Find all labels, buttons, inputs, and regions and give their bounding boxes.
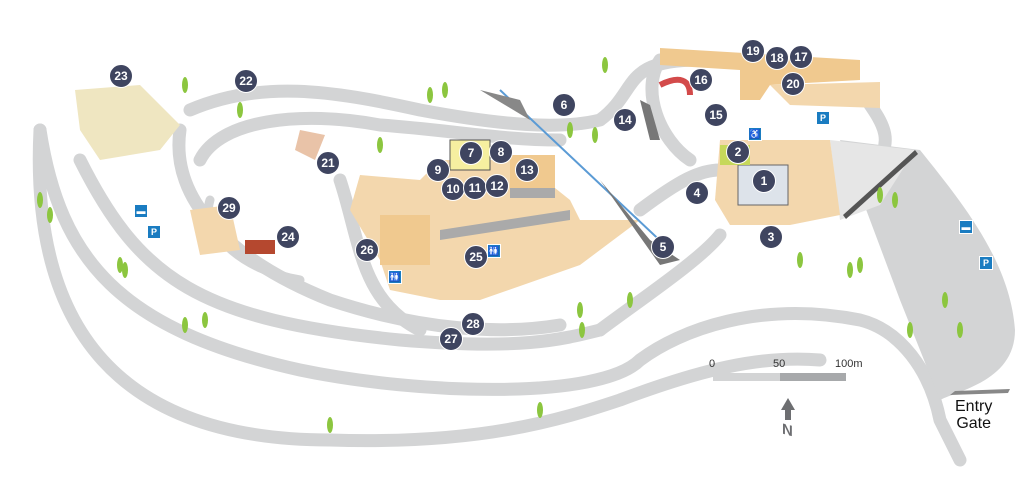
water-line (480, 89, 918, 265)
map-marker-2[interactable]: 2 (726, 140, 750, 164)
tree-icon (579, 322, 585, 338)
map-marker-20[interactable]: 20 (781, 72, 805, 96)
tree-icon (602, 57, 608, 73)
tree-icon (957, 322, 963, 338)
tree-icon (567, 122, 573, 138)
tree-icon (377, 137, 383, 153)
map-marker-22[interactable]: 22 (234, 69, 258, 93)
entry-gate-line2: Gate (956, 415, 992, 432)
tree-icon (577, 302, 583, 318)
tree-icon (182, 317, 188, 333)
scale-label-100: 100m (835, 358, 863, 370)
map-marker-11[interactable]: 11 (463, 176, 487, 200)
tree-icon (627, 292, 633, 308)
tree-icon (202, 312, 208, 328)
tree-icon (47, 207, 53, 223)
tree-icon (857, 257, 863, 273)
restroom-icon: ♿ (748, 127, 762, 141)
map-marker-15[interactable]: 15 (704, 103, 728, 127)
map-marker-16[interactable]: 16 (689, 68, 713, 92)
restroom-icon: 🚻 (487, 244, 501, 258)
north-arrow-icon (781, 398, 795, 420)
map-marker-10[interactable]: 10 (441, 177, 465, 201)
map-marker-26[interactable]: 26 (355, 238, 379, 262)
tree-icon (182, 77, 188, 93)
tree-icon (327, 417, 333, 433)
scale-label-50: 50 (773, 358, 786, 370)
entry-gate-line1: Entry (955, 398, 993, 415)
map-marker-17[interactable]: 17 (789, 45, 813, 69)
tree-icon (942, 292, 948, 308)
map-marker-28[interactable]: 28 (461, 312, 485, 336)
map-marker-1[interactable]: 1 (752, 169, 776, 193)
map-marker-6[interactable]: 6 (552, 93, 576, 117)
map-marker-3[interactable]: 3 (759, 225, 783, 249)
map-marker-14[interactable]: 14 (613, 108, 637, 132)
map-marker-4[interactable]: 4 (685, 181, 709, 205)
map-marker-24[interactable]: 24 (276, 225, 300, 249)
entry-gate-label: Entry Gate (955, 398, 992, 432)
north-label: N (782, 420, 793, 441)
tree-icon (797, 252, 803, 268)
tree-icon (892, 192, 898, 208)
scale-bar (713, 373, 846, 381)
map-marker-5[interactable]: 5 (651, 235, 675, 259)
restroom-icon: 🚻 (388, 270, 402, 284)
tree-icon (37, 192, 43, 208)
tree-icon (122, 262, 128, 278)
tree-icon (592, 127, 598, 143)
tree-icon (877, 187, 883, 203)
map-marker-29[interactable]: 29 (217, 196, 241, 220)
map-marker-18[interactable]: 18 (765, 46, 789, 70)
parking-icon: P (147, 225, 161, 239)
map-marker-7[interactable]: 7 (459, 141, 483, 165)
tree-icon (847, 262, 853, 278)
map-marker-27[interactable]: 27 (439, 327, 463, 351)
map-marker-13[interactable]: 13 (515, 158, 539, 182)
map-marker-23[interactable]: 23 (109, 64, 133, 88)
bus-icon: ▬ (134, 204, 148, 218)
map-marker-21[interactable]: 21 (316, 151, 340, 175)
map-marker-8[interactable]: 8 (489, 140, 513, 164)
tree-icon (237, 102, 243, 118)
bus-icon: ▬ (959, 220, 973, 234)
trees (37, 57, 963, 433)
parking-icon: P (816, 111, 830, 125)
map-marker-19[interactable]: 19 (741, 39, 765, 63)
entry-gate-icon (950, 389, 1010, 395)
map-marker-12[interactable]: 12 (485, 174, 509, 198)
scale-label-0: 0 (709, 358, 716, 370)
parking-icon: P (979, 256, 993, 270)
tree-icon (537, 402, 543, 418)
tree-icon (427, 87, 433, 103)
tree-icon (442, 82, 448, 98)
buildings (75, 48, 880, 300)
tree-icon (117, 257, 123, 273)
tree-icon (907, 322, 913, 338)
map-marker-25[interactable]: 25 (464, 245, 488, 269)
